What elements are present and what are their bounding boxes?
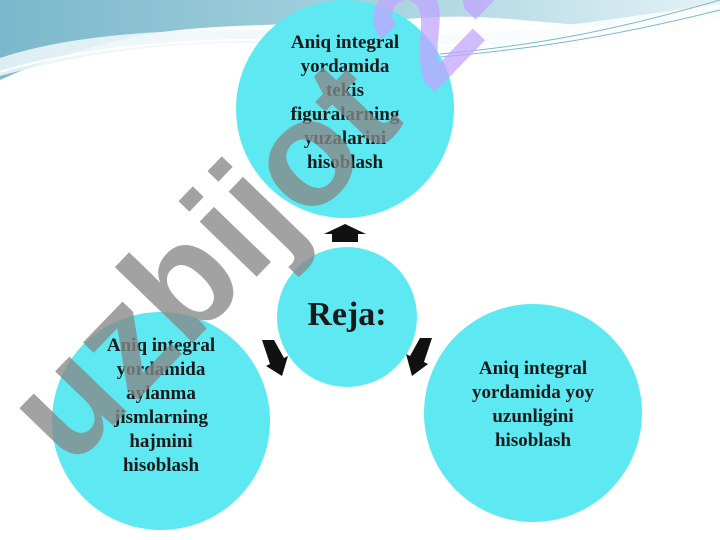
topic-label-arc-length: Aniq integral yordamida yoy uzunligini h…	[472, 358, 594, 451]
arrow-down-left-icon	[262, 340, 288, 376]
topic-node-arc-length: Aniq integral yordamida yoy uzunligini h…	[424, 304, 642, 522]
topic-node-volume: Aniq integral yordamida aylanma jismlarn…	[52, 312, 270, 530]
topic-label-volume: Aniq integral yordamida aylanma jismlarn…	[106, 335, 216, 476]
topic-node-area: Aniq integral yordamida tekis figuralarn…	[236, 0, 454, 218]
arrow-down-right-icon	[406, 338, 432, 376]
topic-label-area: Aniq integral yordamida tekis figuralarn…	[290, 32, 400, 173]
center-label: Reja:	[307, 296, 387, 333]
arrow-up-icon	[324, 224, 366, 242]
center-node: Reja:	[277, 247, 417, 387]
